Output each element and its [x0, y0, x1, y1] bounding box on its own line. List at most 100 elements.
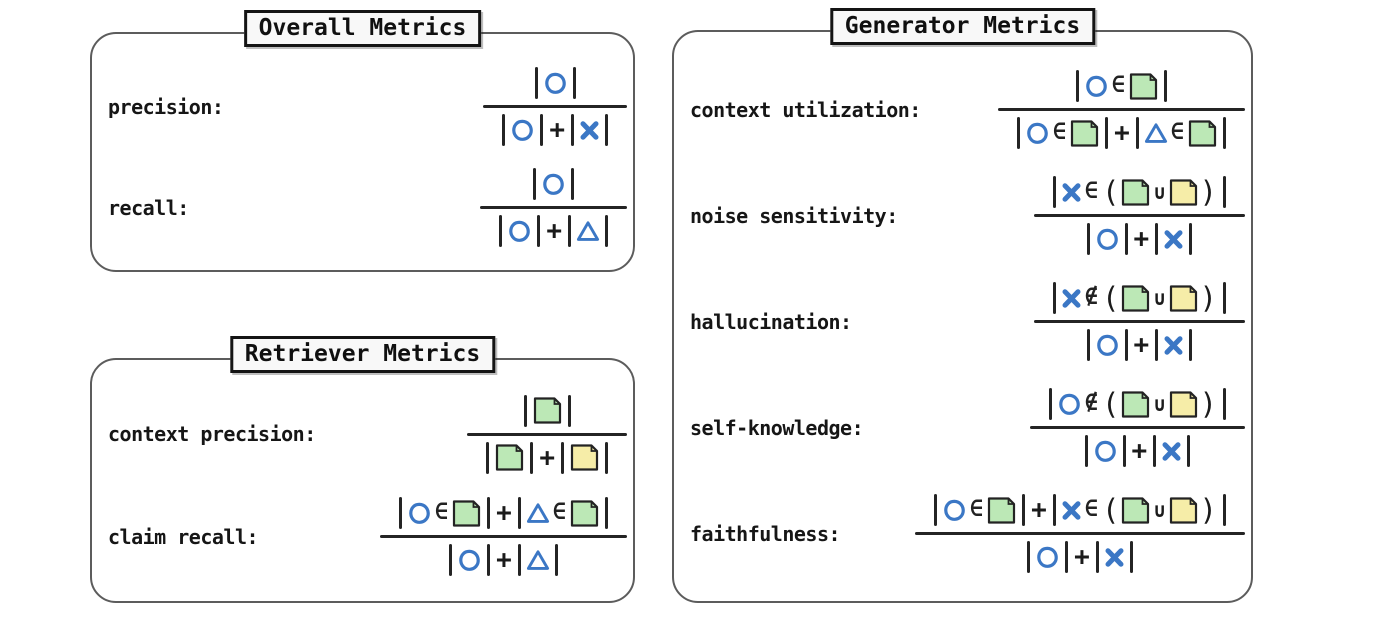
in-symbol: ∈	[1170, 120, 1184, 145]
in-symbol: ∈	[969, 497, 984, 522]
abs-bar	[1086, 223, 1090, 255]
panel-title-overall: Overall Metrics	[243, 10, 482, 47]
abs-bar	[1086, 329, 1090, 361]
fraction: +	[467, 390, 627, 479]
abs-bar	[1016, 117, 1020, 149]
abs-bar	[487, 497, 491, 530]
abs-bar	[1223, 388, 1226, 420]
green-doc-icon	[1120, 390, 1151, 419]
plus-symbol: +	[539, 442, 555, 473]
cross-icon	[1163, 229, 1184, 250]
fraction-numerator: ∈( ∪)	[1048, 171, 1231, 213]
yellow-doc-icon	[1168, 178, 1199, 207]
fraction-denominator: +	[1080, 430, 1196, 472]
cross-icon	[1104, 547, 1125, 568]
triangle-icon	[576, 220, 600, 242]
fraction-denominator: +	[497, 109, 613, 151]
abs-bar	[517, 544, 521, 577]
metric-formula: ∉(∪) +	[863, 383, 1245, 472]
abs-bar	[605, 441, 608, 474]
lp-symbol: (	[1102, 386, 1120, 421]
fraction: ∈+∈(∪) +	[914, 489, 1245, 578]
yellow-doc-icon	[1168, 284, 1199, 313]
circle-icon	[541, 172, 566, 197]
circle-icon	[457, 548, 482, 573]
abs-bar	[567, 394, 571, 427]
yellow-doc-icon	[569, 443, 600, 472]
triangle-icon	[1144, 122, 1168, 144]
abs-bar	[561, 441, 564, 474]
notin-symbol: ∉	[1084, 391, 1099, 416]
panel-overall-metrics: Overall Metrics precision: + recall: +	[90, 10, 635, 272]
abs-bar	[1052, 494, 1056, 526]
metric-label: precision:	[108, 94, 224, 119]
fraction-numerator: ∈	[1071, 65, 1172, 107]
plus-symbol: +	[496, 498, 512, 529]
metric-label: noise sensitivity:	[690, 203, 898, 228]
metric-label: hallucination:	[690, 309, 852, 334]
in-symbol: ∈	[1052, 120, 1067, 145]
fraction-bar	[379, 535, 627, 539]
abs-bar	[1048, 388, 1052, 420]
metric-formula: +	[189, 163, 627, 252]
yellow-doc-icon	[1168, 390, 1199, 419]
circle-icon	[507, 219, 532, 244]
abs-bar	[487, 544, 491, 577]
fraction: +	[483, 62, 627, 151]
panel-body-generator: context utilization: ∈ ∈+∈ noise sensiti…	[674, 32, 1251, 601]
fraction-bar	[1033, 320, 1245, 323]
abs-bar	[537, 215, 541, 247]
abs-bar	[1153, 435, 1157, 467]
fraction-numerator: ∈+∈(∪)	[929, 489, 1231, 531]
abs-bar	[1065, 541, 1069, 573]
abs-bar	[1052, 282, 1056, 314]
rp-symbol: )	[1199, 174, 1217, 209]
in-symbol: ∈	[1084, 179, 1099, 204]
abs-bar	[523, 394, 527, 427]
circle-icon	[1035, 545, 1060, 570]
cup-symbol: ∪	[1153, 286, 1166, 310]
abs-bar	[534, 67, 538, 99]
metric-row: noise sensitivity: ∈( ∪) +	[674, 171, 1251, 260]
abs-bar	[499, 215, 503, 247]
lp-symbol: (	[1102, 174, 1120, 209]
metric-row: precision: +	[92, 62, 633, 151]
plus-symbol: +	[1133, 224, 1150, 254]
fraction-denominator: ∈+∈	[1012, 112, 1231, 154]
fraction: +	[480, 163, 627, 252]
circle-icon	[942, 498, 967, 523]
abs-bar	[1122, 435, 1126, 467]
metric-formula: ∉(∪) +	[852, 277, 1245, 366]
fraction-numerator: ∉(∪)	[1048, 277, 1231, 319]
fraction: ∈ ∈+∈	[997, 65, 1245, 154]
in-symbol: ∈	[552, 500, 566, 526]
fraction-bar	[483, 105, 627, 108]
plus-symbol: +	[1131, 436, 1148, 466]
metric-row: recall: +	[92, 163, 633, 252]
green-doc-icon	[569, 499, 600, 528]
green-doc-icon	[532, 396, 563, 425]
circle-icon	[1095, 227, 1120, 252]
cup-symbol: ∪	[1153, 180, 1166, 204]
green-doc-icon	[1120, 284, 1151, 313]
plus-symbol: +	[546, 216, 562, 246]
metric-row: faithfulness: ∈+∈(∪) +	[674, 489, 1251, 578]
abs-bar	[571, 114, 574, 146]
in-symbol: ∈	[1084, 497, 1099, 522]
metric-row: hallucination: ∉(∪) +	[674, 277, 1251, 366]
plus-symbol: +	[549, 115, 565, 145]
notin-symbol: ∉	[1084, 285, 1099, 310]
metric-label: recall:	[108, 195, 189, 220]
cross-icon	[1163, 335, 1184, 356]
abs-bar	[572, 67, 576, 99]
fraction: ∉(∪) +	[1033, 277, 1245, 366]
lp-symbol: (	[1102, 280, 1120, 315]
metric-formula: +	[223, 62, 627, 151]
plus-symbol: +	[1031, 495, 1047, 525]
green-doc-icon	[1069, 119, 1100, 148]
fraction: ∉(∪) +	[1029, 383, 1245, 472]
rp-symbol: )	[1199, 492, 1217, 527]
abs-bar	[1189, 223, 1193, 255]
cross-icon	[579, 120, 600, 141]
